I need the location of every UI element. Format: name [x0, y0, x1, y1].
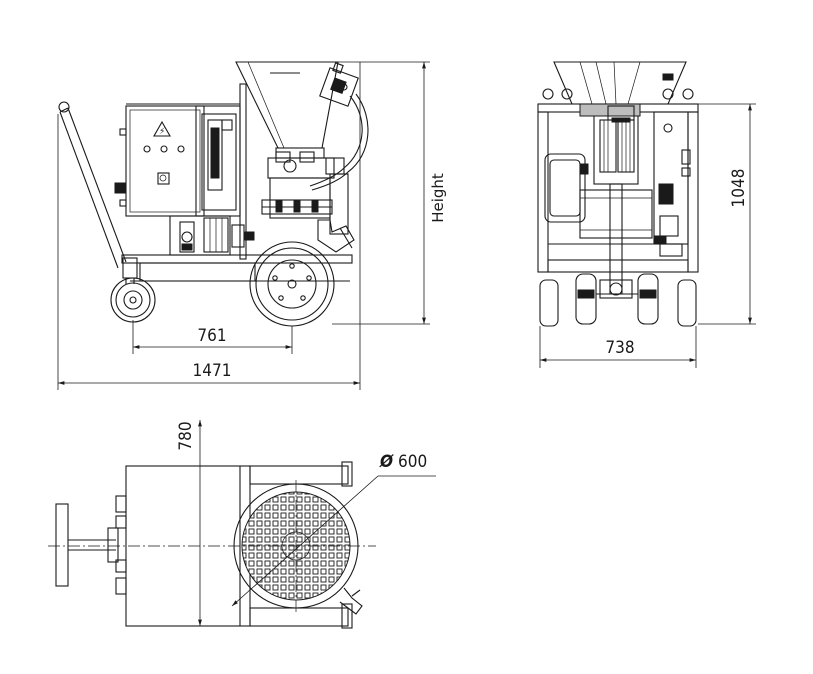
depth-value: 780	[176, 421, 196, 450]
front-lifting-eyes	[542, 73, 694, 100]
depth-dimension: 780	[176, 420, 202, 626]
diameter-dimension: Ø 600	[231, 452, 436, 607]
side-outlet	[317, 219, 355, 253]
side-rotor-housing	[261, 151, 349, 235]
front-wheels	[539, 273, 697, 327]
overall-length-value: 1471	[193, 361, 232, 381]
side-upright	[239, 83, 247, 260]
diameter-value: 600	[398, 452, 427, 472]
diameter-symbol: Ø	[379, 452, 394, 472]
top-view: 780 Ø 600	[48, 420, 436, 629]
side-base-frame	[121, 254, 353, 282]
side-motor	[169, 215, 255, 256]
side-view: ⚡	[57, 61, 447, 390]
side-control-box: ⚡	[114, 105, 241, 217]
top-handle	[55, 503, 119, 587]
front-height-value: 1048	[729, 169, 749, 208]
wheelbase-value: 761	[197, 326, 226, 346]
height-label: Height	[429, 173, 447, 223]
width-dimension: 738	[539, 326, 697, 368]
overall-length-dimension: 1471	[57, 62, 361, 390]
top-hopper	[233, 483, 363, 615]
front-rotor	[579, 103, 641, 185]
front-motor	[544, 153, 653, 239]
side-handle	[58, 101, 127, 269]
high-voltage-icon: ⚡	[159, 127, 165, 137]
wheelbase-dimension: 761	[132, 320, 293, 354]
height-dimension: Height	[332, 61, 447, 325]
width-value: 738	[605, 338, 634, 358]
front-pipe	[599, 183, 633, 299]
front-height-dimension: 1048	[698, 103, 756, 325]
side-hopper	[235, 61, 339, 159]
front-side-panel	[653, 111, 691, 257]
front-hopper	[553, 61, 687, 105]
front-view: 1048 738	[537, 61, 756, 368]
